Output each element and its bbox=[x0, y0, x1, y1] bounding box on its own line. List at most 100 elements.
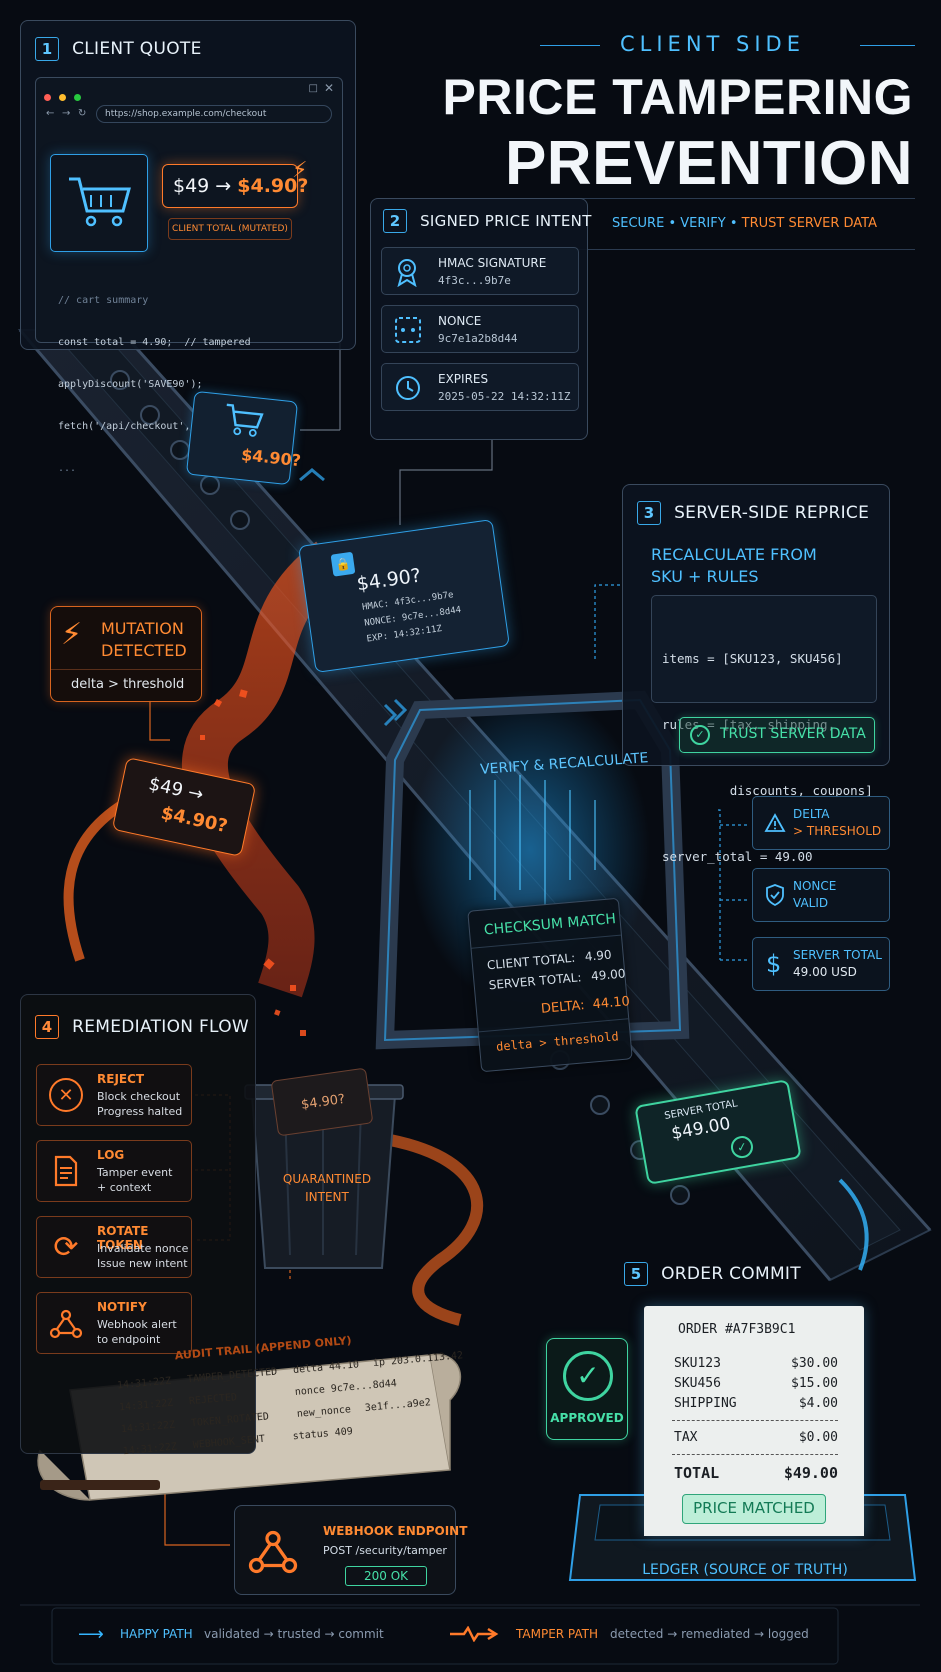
expires-label: EXPIRES bbox=[438, 372, 489, 386]
forward-icon[interactable]: → bbox=[62, 108, 71, 119]
remediation-notify[interactable]: NOTIFY Webhook alert to endpoint bbox=[36, 1292, 192, 1354]
tagline-dot: • bbox=[668, 216, 681, 231]
delta-row: DELTA: 44.10 bbox=[540, 994, 630, 1017]
check-delta-l2: > THRESHOLD bbox=[793, 824, 882, 838]
step1-header: 1 CLIENT QUOTE bbox=[35, 37, 202, 61]
receipt-divider bbox=[672, 1454, 838, 1455]
window-controls bbox=[44, 86, 82, 105]
step1-number: 1 bbox=[35, 37, 59, 61]
header: CLIENT SIDE PRICE TAMPERING PREVENTION S… bbox=[443, 28, 925, 258]
address-bar[interactable]: https://shop.example.com/checkout bbox=[96, 105, 332, 123]
happy-path-desc: validated → trusted → commit bbox=[204, 1627, 384, 1641]
eyebrow-left-rule bbox=[540, 45, 600, 46]
step4-title: REMEDIATION FLOW bbox=[72, 1017, 250, 1037]
approved-badge: ✓ APPROVED bbox=[546, 1338, 628, 1440]
receipt: ORDER #A7F3B9C1 SKU123 $30.00 SKU456 $15… bbox=[644, 1306, 864, 1536]
server-code-line: server_total = 49.00 bbox=[662, 849, 813, 864]
audit-event: TAMPER_DETECTED bbox=[186, 1366, 278, 1386]
page-title-line1: PRICE TAMPERING bbox=[442, 69, 913, 125]
rotate-title: ROTATE TOKEN bbox=[97, 1224, 149, 1252]
nonce-icon bbox=[395, 317, 421, 343]
reload-icon[interactable]: ↻ bbox=[78, 108, 87, 119]
tagline: SECURE • VERIFY • TRUST SERVER DATA bbox=[612, 216, 877, 231]
quarantine-label-l2: INTENT bbox=[305, 1190, 349, 1204]
server-code-line: discounts, coupons] bbox=[662, 783, 873, 798]
maximize-dot-icon[interactable] bbox=[74, 94, 82, 101]
audit-time: 14:31:22Z bbox=[118, 1397, 174, 1414]
tampered-l2: $4.90? bbox=[159, 802, 230, 838]
close-dot-icon[interactable] bbox=[44, 94, 51, 101]
step5-title: ORDER COMMIT bbox=[661, 1264, 801, 1284]
header-frame bbox=[560, 198, 915, 250]
line-name: SHIPPING bbox=[674, 1396, 737, 1411]
document-icon bbox=[54, 1155, 78, 1187]
step3-header: 3 SERVER-SIDE REPRICE bbox=[637, 501, 869, 525]
receipt-divider bbox=[672, 1420, 838, 1421]
audit-detail: nonce 9c7e...8d44 bbox=[294, 1378, 398, 1398]
clock-icon bbox=[396, 376, 420, 400]
webhook-title: WEBHOOK ENDPOINT bbox=[323, 1524, 468, 1538]
window-close-icon[interactable]: ✕ bbox=[323, 81, 334, 95]
code-line: const total = 4.90; // tampered bbox=[58, 337, 251, 348]
nonce-card: NONCE 9c7e1a2b8d44 bbox=[381, 305, 579, 353]
mutated-price-box: $49 → $4.90? bbox=[162, 164, 308, 208]
check-delta: DELTA > THRESHOLD bbox=[752, 796, 890, 850]
step4-number: 4 bbox=[35, 1015, 59, 1039]
step3-subtitle-l2: SKU + RULES bbox=[651, 567, 759, 586]
window-maximize-icon[interactable]: □ bbox=[308, 83, 318, 94]
mutation-title-l1: MUTATION bbox=[101, 619, 184, 638]
audit-detail: status 409 bbox=[292, 1426, 354, 1443]
reject-l1: Block checkout bbox=[97, 1090, 181, 1103]
audit-time: 14:31:22Z bbox=[122, 1441, 178, 1458]
check-nonce: NONCE VALID bbox=[752, 868, 890, 922]
tamper-path-desc: detected → remediated → logged bbox=[610, 1627, 809, 1641]
line-amount: $30.00 bbox=[791, 1356, 838, 1371]
line-name: TAX bbox=[674, 1430, 698, 1445]
audit-event: TOKEN_ROTATED bbox=[190, 1411, 270, 1430]
header-eyebrow: CLIENT SIDE bbox=[620, 32, 805, 56]
log-l1: Tamper event bbox=[97, 1166, 173, 1179]
audit-time: 14:31:22Z bbox=[116, 1375, 172, 1392]
trust-server-data-button[interactable]: ✓ TRUST SERVER DATA bbox=[679, 717, 875, 753]
signed-price-intent-panel: 2 SIGNED PRICE INTENT HMAC SIGNATURE 4f3… bbox=[370, 198, 591, 440]
minimize-dot-icon[interactable] bbox=[59, 94, 67, 101]
tagline-dot: • bbox=[729, 216, 742, 231]
webhook-endpoint-panel: WEBHOOK ENDPOINT POST /security/tamper 2… bbox=[234, 1505, 467, 1595]
lightning-icon: ⚡ bbox=[61, 617, 83, 652]
tagline-verify: VERIFY bbox=[680, 216, 726, 231]
remediation-reject[interactable]: ✕ REJECT Block checkout Progress halted bbox=[36, 1064, 192, 1126]
audit-extra: ip 203.0.113.42 bbox=[372, 1350, 464, 1370]
line-amount: $4.00 bbox=[798, 1396, 838, 1411]
log-title: LOG bbox=[97, 1148, 125, 1162]
tampered-l1: $49 → bbox=[146, 773, 206, 806]
delta-label: DELTA: bbox=[540, 998, 586, 1017]
client-total-label: CLIENT TOTAL: bbox=[486, 950, 576, 973]
delta-value: 44.10 bbox=[592, 994, 631, 1013]
audit-row: 14:31:22Z TAMPER_DETECTED delta 44.10 ip… bbox=[117, 1350, 464, 1391]
audit-event: REJECTED bbox=[188, 1392, 238, 1408]
step3-title: SERVER-SIDE REPRICE bbox=[674, 503, 870, 523]
lock-icon: 🔒 bbox=[330, 551, 356, 577]
tamper-path-arrow-icon bbox=[450, 1626, 499, 1642]
shield-check-icon bbox=[766, 884, 784, 907]
check-delta-l1: DELTA bbox=[793, 807, 830, 821]
reject-title: REJECT bbox=[97, 1072, 145, 1086]
url-text: https://shop.example.com/checkout bbox=[105, 109, 267, 119]
webhook-icon bbox=[248, 1530, 298, 1574]
dollar-icon: $ bbox=[766, 950, 782, 978]
check-server-total: $ SERVER TOTAL 49.00 USD bbox=[752, 937, 890, 991]
step2-title: SIGNED PRICE INTENT bbox=[420, 212, 592, 230]
checksum-panel: CHECKSUM MATCH CLIENT TOTAL: 4.90 SERVER… bbox=[467, 897, 633, 1073]
back-icon[interactable]: ← bbox=[46, 108, 55, 119]
notify-l2: to endpoint bbox=[97, 1333, 161, 1346]
tagline-trust: TRUST SERVER DATA bbox=[741, 216, 877, 231]
remediation-rotate-token[interactable]: ⟳ ROTATE TOKEN Invalidate nonce Issue ne… bbox=[36, 1216, 192, 1278]
line-amount: $0.00 bbox=[798, 1430, 838, 1445]
conveyor-cart-price: $4.90? bbox=[240, 445, 302, 471]
tamper-path-ribbon bbox=[63, 541, 483, 1326]
price-tampered: $4.90? bbox=[237, 175, 309, 197]
check-circle-icon: ✓ bbox=[690, 725, 710, 745]
remediation-log[interactable]: LOG Tamper event + context bbox=[36, 1140, 192, 1202]
cart-icon bbox=[69, 177, 131, 227]
happy-path-arrow-icon: ⟶ bbox=[78, 1624, 104, 1645]
